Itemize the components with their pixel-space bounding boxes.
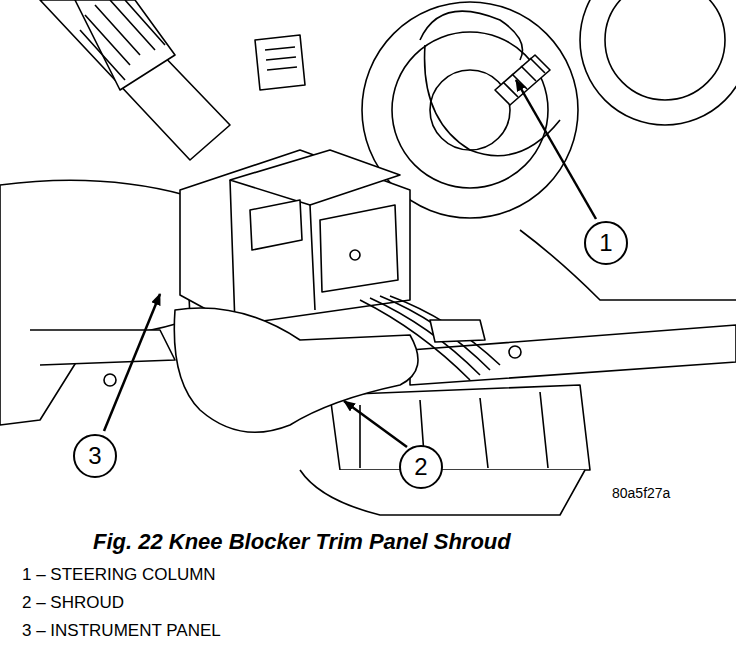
callout-number: 1	[599, 231, 612, 255]
callout-number: 3	[88, 444, 101, 468]
figure-caption: Fig. 22 Knee Blocker Trim Panel Shroud	[93, 530, 511, 554]
legend-line: 2 – SHROUD	[22, 594, 124, 613]
legend-line: 3 – INSTRUMENT PANEL	[22, 622, 221, 641]
callout-number: 2	[414, 455, 427, 479]
figure-code: 80a5f27a	[612, 486, 670, 501]
callout-circle: 2	[399, 445, 443, 489]
legend-line: 1 – STEERING COLUMN	[22, 566, 216, 585]
callout-circle: 3	[73, 434, 117, 478]
callout-circle: 1	[584, 221, 628, 265]
